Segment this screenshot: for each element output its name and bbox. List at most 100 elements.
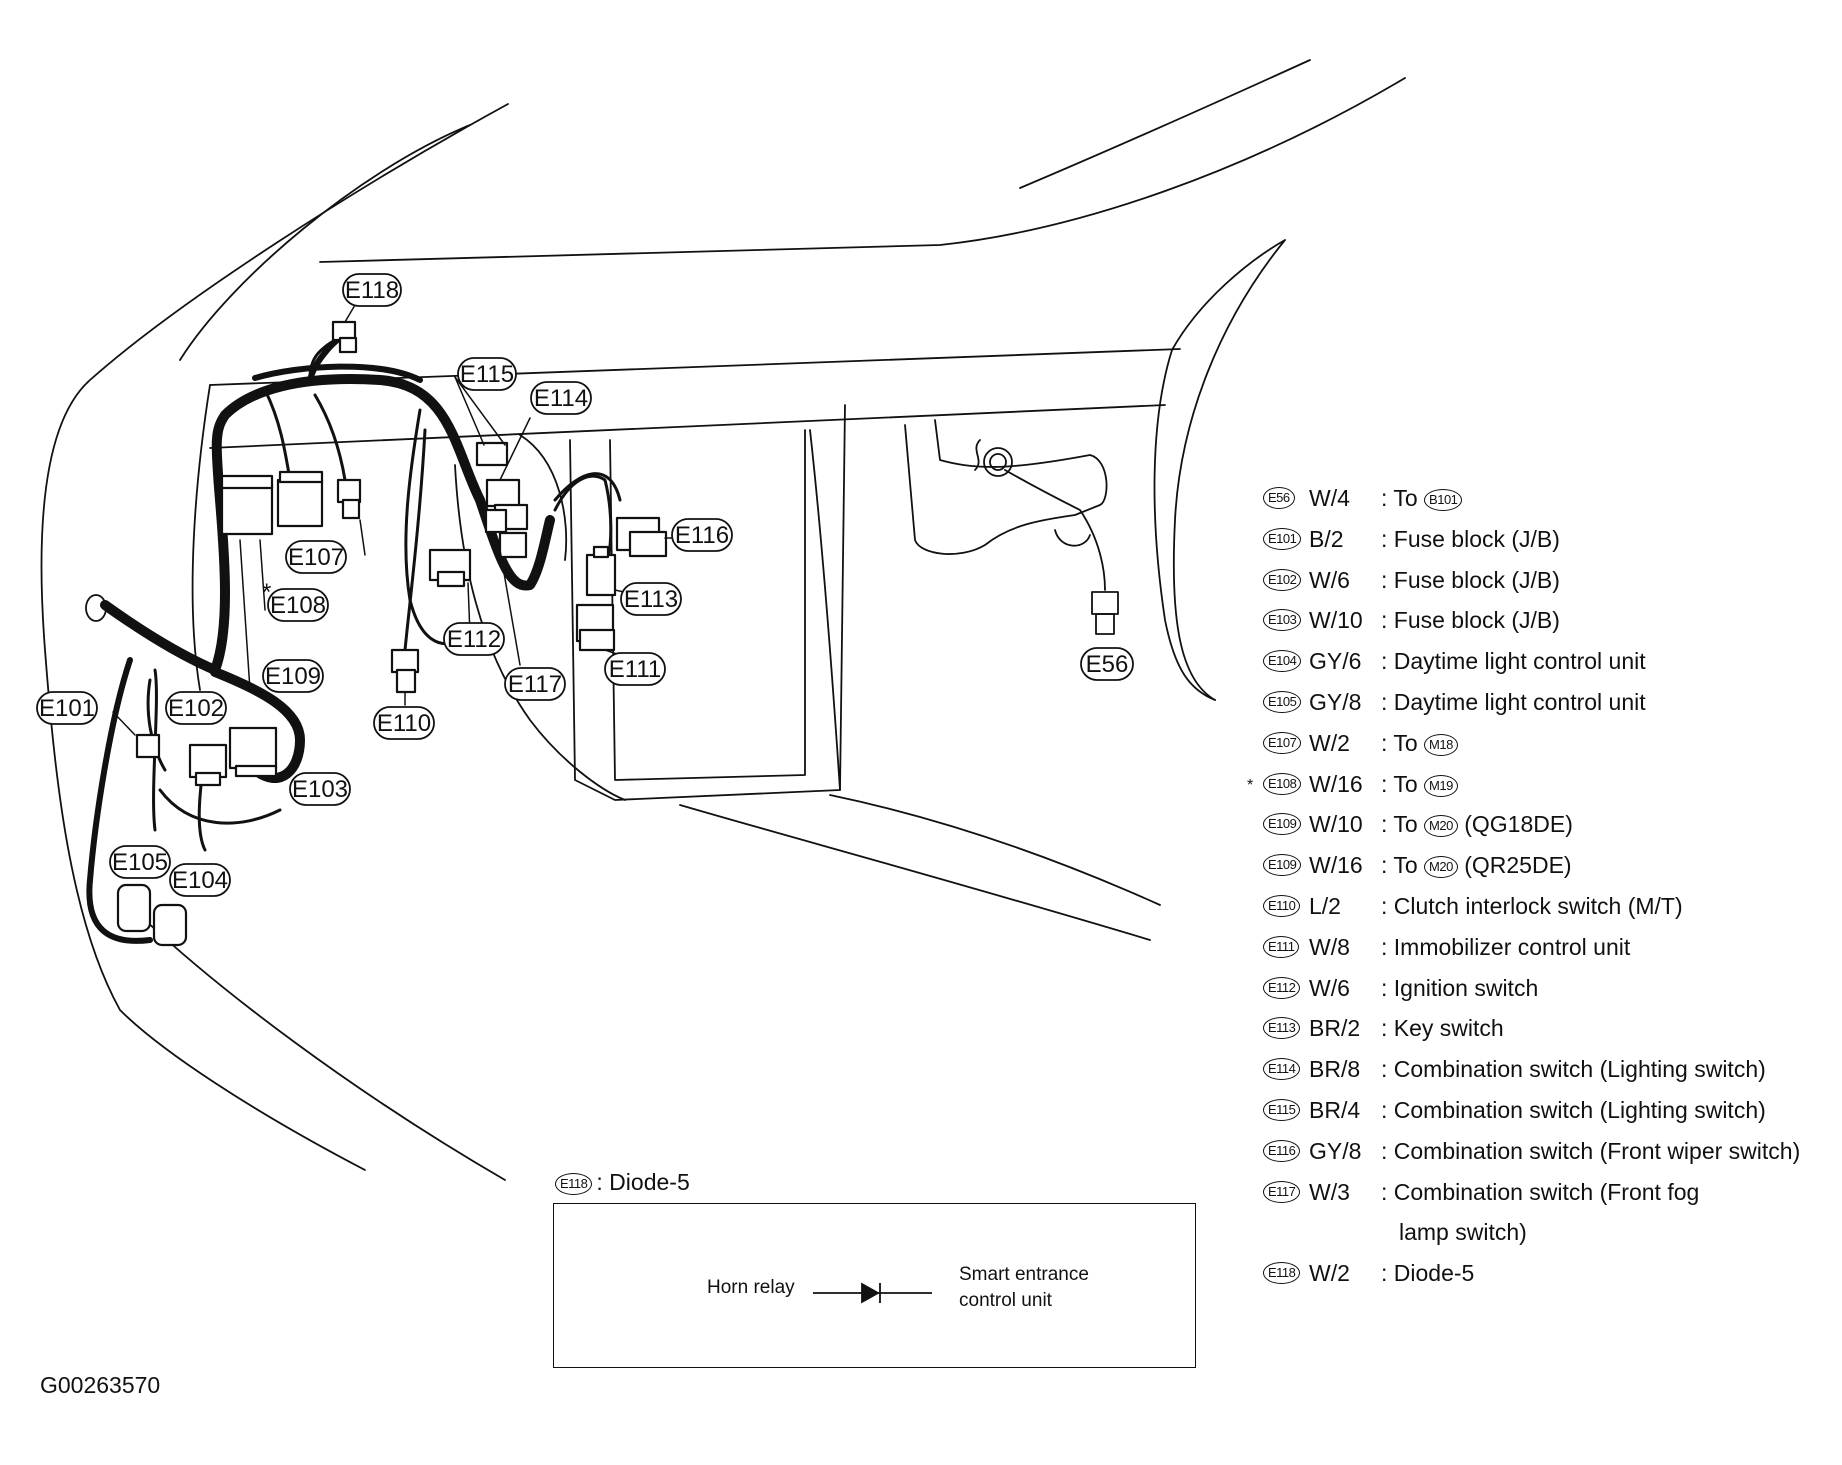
connector-e104 xyxy=(152,903,188,947)
label-e107: E107 xyxy=(288,544,344,571)
legend-desc-text: : Fuse block (J/B) xyxy=(1381,607,1560,634)
capsule-e111 xyxy=(604,652,666,686)
legend-description: : Combination switch (Front wiper switch… xyxy=(1381,1137,1800,1165)
legend-connector-badge: E117 xyxy=(1263,1180,1301,1203)
grommet-e56 xyxy=(983,447,1013,477)
legend-desc-text: : Combination switch (Front fog xyxy=(1381,1178,1700,1205)
capsule-e118 xyxy=(342,273,402,307)
legend-description: : To M20 (QR25DE) xyxy=(1381,851,1572,879)
legend-ref-badge: M20 xyxy=(1424,856,1458,879)
legend-description: : Key switch xyxy=(1381,1014,1504,1042)
legend-connector-badge: E115 xyxy=(1263,1098,1301,1121)
legend-desc-text: : To xyxy=(1381,729,1425,756)
connector-e113 xyxy=(585,553,617,597)
connector-e114 xyxy=(485,478,521,508)
connector-e56-b xyxy=(1095,613,1115,635)
legend-connector-badge: E107 xyxy=(1263,731,1302,754)
dashboard-outline-inner xyxy=(179,124,471,361)
label-e111: E111 xyxy=(609,656,662,683)
label-e104: E104 xyxy=(172,867,228,894)
label-e114: E114 xyxy=(534,385,588,412)
legend-wire: W/8 xyxy=(1309,933,1350,960)
capsule-e109 xyxy=(262,659,324,693)
connector-e117-b xyxy=(498,531,528,559)
legend-suffix: (QG18DE) xyxy=(1457,811,1573,838)
legend-description: : To M20 (QG18DE) xyxy=(1381,810,1573,838)
legend-wire: L/2 xyxy=(1309,892,1341,919)
smart-entrance-line1: Smart entrance xyxy=(959,1264,1089,1285)
legend-row-spacer xyxy=(1263,1218,1833,1259)
legend-description: : Combination switch (Lighting switch) xyxy=(1381,1096,1766,1124)
leader-e118 xyxy=(344,304,356,323)
main-trunk xyxy=(100,374,555,675)
connector-e101 xyxy=(135,733,161,759)
legend-ref-badge: M20 xyxy=(1424,815,1458,838)
label-e118: E118 xyxy=(345,277,399,304)
legend-connector-badge: E108 xyxy=(1263,772,1302,795)
diode-box: Horn relay Smart entrance control unit xyxy=(553,1203,1196,1368)
legend-wire: W/16 xyxy=(1309,852,1363,879)
connector-e56 xyxy=(1091,591,1119,615)
legend-connector-badge: E118 xyxy=(1263,1262,1301,1285)
legend-desc-text: : To xyxy=(1381,852,1425,879)
legend-description: : Daytime light control unit xyxy=(1381,688,1646,716)
legend-wire: GY/8 xyxy=(1309,688,1362,715)
label-e117: E117 xyxy=(508,671,562,698)
legend-connector-badge: E113 xyxy=(1263,1017,1301,1040)
grommet-e56-inner xyxy=(989,453,1007,471)
capsule-e112 xyxy=(443,622,505,656)
legend-connector-badge: E111 xyxy=(1263,935,1300,958)
leader-e117 xyxy=(499,549,521,666)
capsule-e110 xyxy=(373,706,435,740)
connector-e110-b xyxy=(395,668,417,694)
cowl-upper-right xyxy=(1019,59,1311,189)
legend-wire: B/2 xyxy=(1309,525,1344,552)
capsule-e117 xyxy=(504,667,566,701)
connector-e103 xyxy=(228,726,278,770)
legend-ref-badge: M19 xyxy=(1424,774,1458,797)
star-e108: * xyxy=(262,579,271,606)
label-e113: E113 xyxy=(624,586,678,613)
wire-e110 xyxy=(403,428,427,652)
label-e112: E112 xyxy=(447,626,501,653)
legend-ref-badge: B101 xyxy=(1424,489,1463,511)
wire-e108 xyxy=(263,388,292,482)
dashboard-edge-bottom xyxy=(144,919,506,1181)
leader-e101 xyxy=(112,711,136,736)
diode-title: E118: Diode-5 xyxy=(555,1169,690,1196)
legend-connector-badge: E109 xyxy=(1263,813,1302,836)
right-pillar xyxy=(1171,239,1286,701)
capsule-e105 xyxy=(109,845,171,879)
legend-desc-text: : Key switch xyxy=(1381,1015,1504,1042)
connector-e108-top xyxy=(220,474,274,490)
legend-description: : Combination switch (Front fog xyxy=(1381,1178,1699,1206)
connector-e107-top xyxy=(278,470,324,484)
label-e105: E105 xyxy=(112,849,168,876)
leader-e108 xyxy=(259,539,266,611)
center-panel xyxy=(569,404,846,801)
dashboard-outline-left xyxy=(40,103,509,1171)
legend-desc-text: : Fuse block (J/B) xyxy=(1381,566,1560,593)
legend-desc-text: : Combination switch (Lighting switch) xyxy=(1381,1056,1766,1083)
right-pillar-inner xyxy=(1153,349,1216,701)
legend-wire: W/2 xyxy=(1309,729,1350,756)
legend-desc-text: : Daytime light control unit xyxy=(1381,648,1646,675)
cowl-top-line xyxy=(319,77,1406,263)
capsule-e104 xyxy=(169,863,231,897)
dash-beam-left-edge xyxy=(191,384,211,691)
connector-e115 xyxy=(475,441,509,467)
connector-e112-b xyxy=(436,570,466,588)
label-e108: E108 xyxy=(270,592,326,619)
wire-top-arc xyxy=(252,363,423,383)
legend-connector-badge: E109 xyxy=(1263,854,1302,877)
legend-desc-text: : Combination switch (Front wiper switch… xyxy=(1381,1137,1801,1164)
